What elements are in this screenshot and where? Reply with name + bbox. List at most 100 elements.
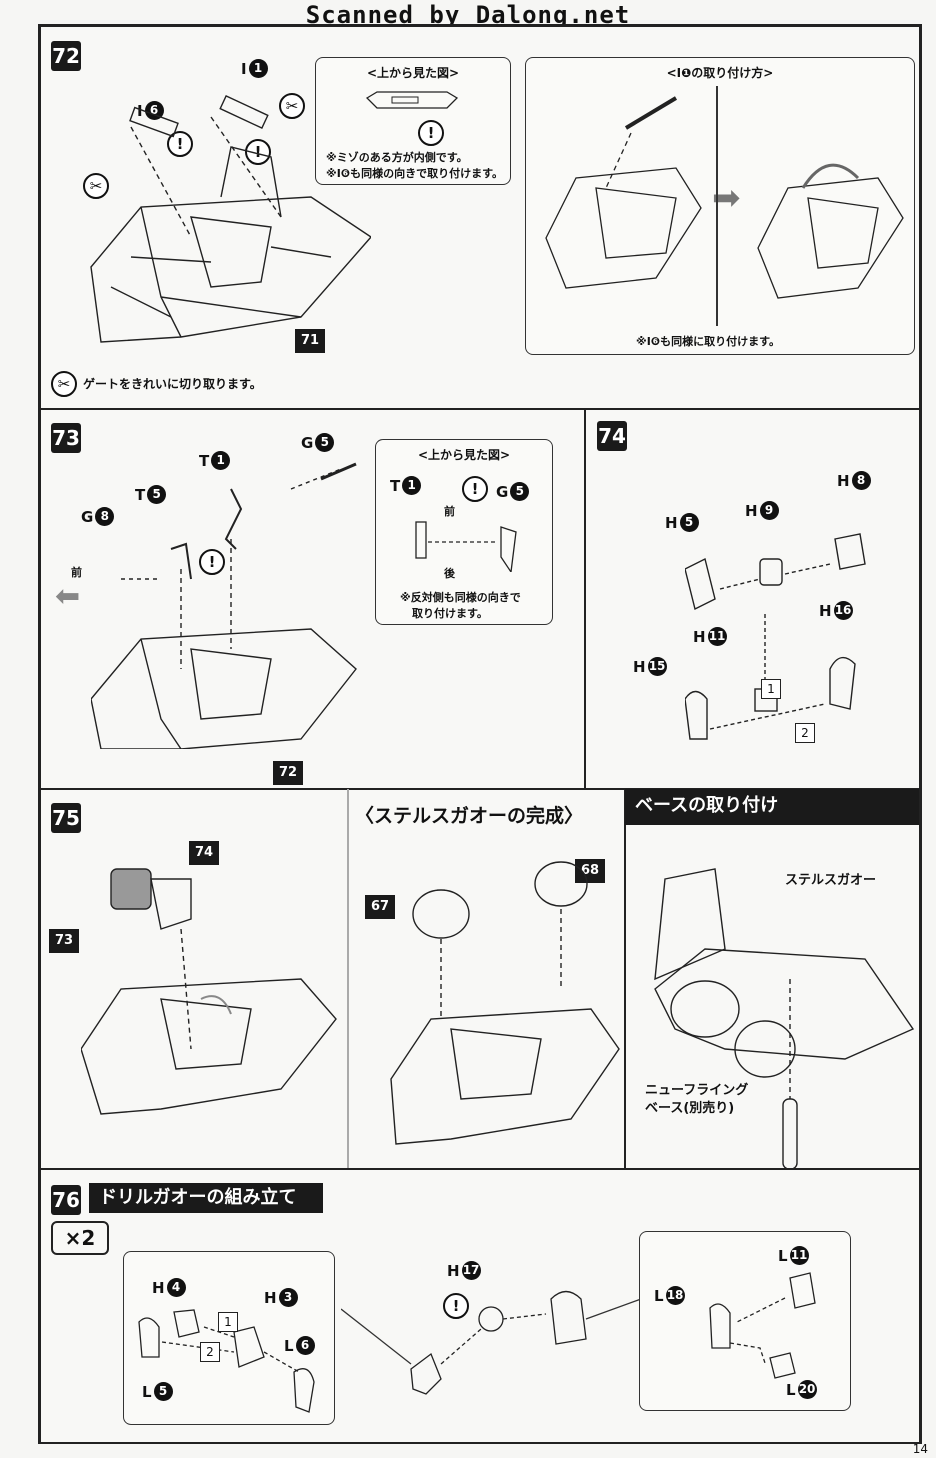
part-number: 6 [295, 1336, 315, 1355]
part-number: 16 [833, 601, 853, 620]
tag-part-71: 71 [295, 329, 325, 353]
part-number: 8 [851, 471, 871, 490]
part-letter: L [654, 1286, 664, 1305]
top-view-note-2: 取り付けます。 [412, 607, 488, 620]
part-number: 4 [166, 1278, 186, 1297]
gate-note: ゲートをきれいに切り取ります。 [83, 377, 262, 391]
caution-icon: ! [443, 1293, 469, 1319]
part-letter: H [633, 657, 646, 676]
attach-method-bubble: <I❶の取り付け方> ➡ ※I❻も同様に取り付けます。 [525, 57, 915, 355]
part-letter: T [390, 476, 401, 495]
caution-icon: ! [462, 476, 488, 502]
part-number: 6 [144, 101, 164, 120]
top-view-title: <上から見た図> [417, 448, 511, 462]
caution-icon: ! [245, 139, 271, 165]
part-number: 20 [797, 1380, 817, 1399]
base-label-2: ベース(別売り) [645, 1101, 735, 1116]
part-top-view-drawing [365, 91, 459, 109]
part-letter: H [264, 1288, 277, 1307]
part-letter: H [152, 1278, 165, 1297]
top-view-note-1: ※反対側も同様の向きで [400, 591, 521, 604]
top-view-note-1: ※ミゾのある方が内側です。 [326, 151, 468, 164]
part-letter: G [496, 482, 509, 501]
part-number: 9 [759, 501, 779, 520]
attach-before-drawing [545, 96, 702, 289]
parts-drawing [685, 533, 866, 740]
order-2-box: 2 [795, 723, 815, 743]
part-letter: H [745, 501, 758, 520]
step-75-panel: 75 74 73 〈ステルスガオーの完成〉 67 68 [40, 788, 626, 1170]
divider [347, 789, 349, 1169]
step-73-number: 73 [51, 423, 81, 453]
top-view-title: <上から見た図> [366, 66, 460, 80]
part-number: 5 [679, 513, 699, 532]
order-1-box: 1 [761, 679, 781, 699]
part-number: 1 [248, 59, 268, 78]
back-label: 後 [444, 567, 455, 580]
part-number: 8 [95, 507, 115, 526]
part-number: 18 [665, 1286, 685, 1305]
part-letter: L [778, 1246, 788, 1265]
caution-icon: ! [418, 120, 444, 146]
top-view-note-2: ※I❻も同様の向きで取り付けます。 [326, 167, 503, 180]
base-panel: ベースの取り付け ステルスガオー ニューフライング ベース(別売り) [624, 788, 920, 1170]
front-arrow-icon: ⬅ [55, 579, 81, 614]
gate-cut-icon: ✂ [279, 93, 305, 119]
part-number: 1 [211, 451, 231, 470]
step-75-assembly-drawing [81, 868, 337, 1115]
stealth-gaoh-assembly-drawing [90, 95, 371, 343]
caution-icon: ! [199, 549, 225, 575]
gate-cut-icon: ✂ [83, 173, 109, 199]
tag-part-74: 74 [189, 841, 219, 865]
base-title: ベースの取り付け [625, 789, 919, 825]
tag-part-68: 68 [575, 859, 605, 883]
part-number: 17 [461, 1261, 481, 1280]
part-letter: H [665, 513, 678, 532]
subassembly-drawing [138, 1309, 315, 1413]
tag-part-72: 72 [273, 761, 303, 785]
gate-cut-icon: ✂ [51, 371, 77, 397]
attach-method-title: <I❶の取り付け方> [666, 66, 774, 80]
front-label: 前 [71, 566, 82, 579]
base-assembly-drawing [654, 868, 915, 1169]
part-number: 1 [402, 476, 422, 495]
front-label: 前 [444, 505, 455, 518]
part-letter: H [819, 601, 832, 620]
part-number: 5 [153, 1382, 173, 1401]
part-number: 15 [647, 657, 667, 676]
complete-title: 〈ステルスガオーの完成〉 [355, 805, 584, 827]
top-view-bubble: <上から見た図> ! ※ミゾのある方が内側です。 ※I❻も同様の向きで取り付けま… [315, 57, 511, 185]
part-letter: I [241, 59, 247, 78]
step-76-title: ドリルガオーの組み立て [89, 1183, 323, 1213]
part-letter: T [135, 485, 146, 504]
subassembly-drawing [709, 1272, 816, 1379]
step-76-number: 76 [51, 1185, 81, 1215]
part-letter: T [199, 451, 210, 470]
page-number: 14 [912, 1442, 928, 1456]
